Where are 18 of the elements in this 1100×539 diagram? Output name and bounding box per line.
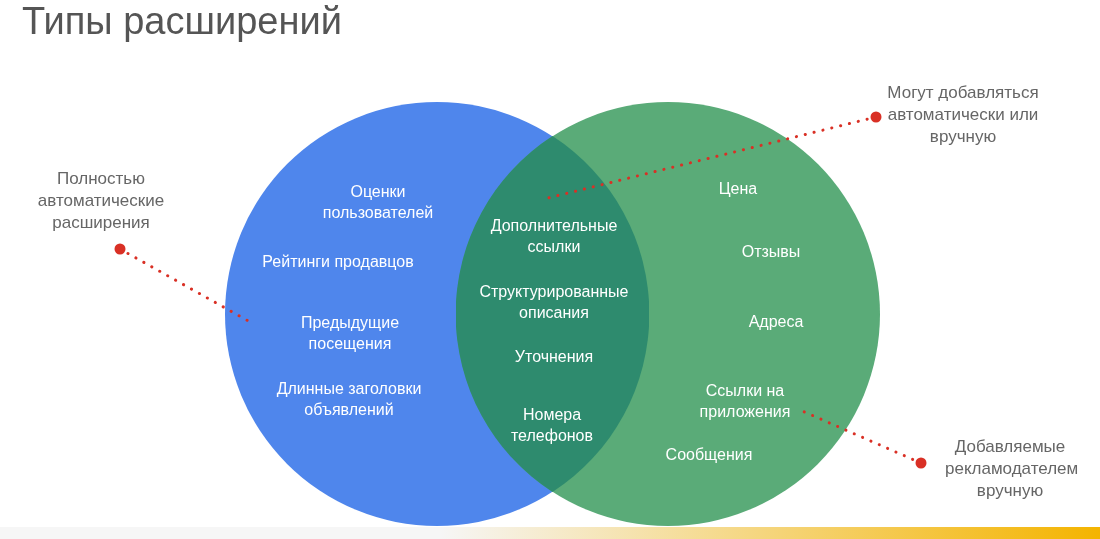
item-label: Ссылки на приложения — [698, 381, 792, 422]
item-label: Номера телефонов — [509, 405, 594, 446]
item-label: Длинные заголовки объявлений — [275, 379, 423, 420]
item-label: Сообщения — [665, 445, 753, 465]
item-label: Предыдущие посещения — [299, 313, 401, 354]
item-label: Уточнения — [514, 347, 594, 367]
item-label: Рейтинги продавцов — [262, 252, 414, 272]
item-label: Дополнительные ссылки — [489, 216, 619, 257]
item-label: Структурированные описания — [478, 282, 630, 323]
item-label: Оценки пользователей — [321, 182, 435, 223]
annotation-text: Полностью автоматические расширения — [36, 168, 166, 234]
item-label: Отзывы — [741, 242, 801, 262]
item-label: Адреса — [748, 312, 804, 332]
annotation-text: Добавляемые рекламодателем вручную — [945, 436, 1075, 502]
leader-line — [546, 111, 882, 200]
item-label: Цена — [718, 179, 758, 199]
slide-title: Типы расширений — [22, 0, 342, 43]
annotation-text: Могут добавляться автоматически или вручную — [886, 82, 1040, 148]
